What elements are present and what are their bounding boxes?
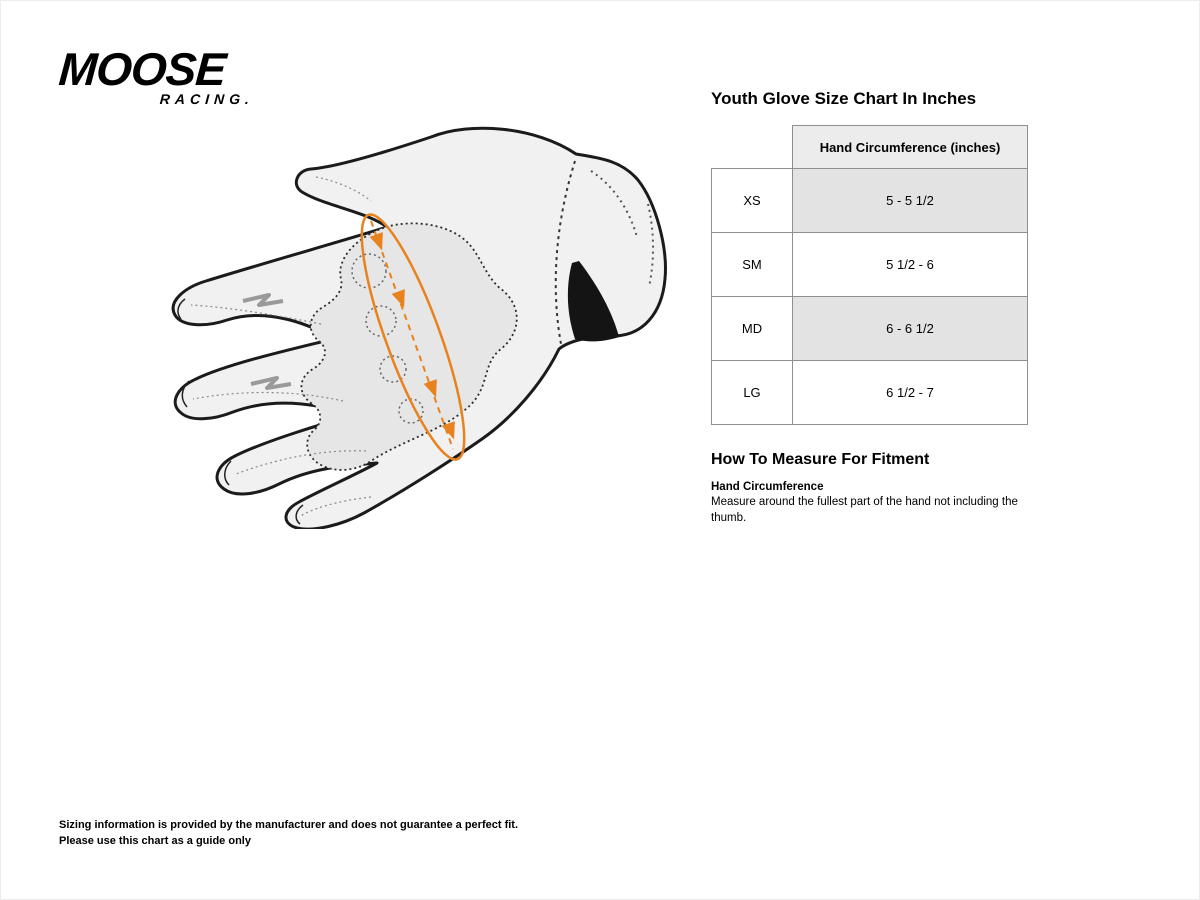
fingertip-lines — [177, 298, 304, 525]
disclaimer-line2: Please use this chart as a guide only — [59, 834, 251, 847]
measure-arrow — [369, 232, 383, 251]
table-row: LG 6 1/2 - 7 — [711, 360, 1028, 425]
size-cell: XS — [711, 168, 793, 233]
measure-arrow — [391, 289, 405, 308]
disclaimer-line1: Sizing information is provided by the ma… — [59, 819, 519, 831]
size-cell: SM — [711, 232, 793, 297]
table-row: SM 5 1/2 - 6 — [711, 232, 1028, 297]
range-cell: 6 1/2 - 7 — [792, 360, 1028, 425]
disclaimer: Sizing information is provided by the ma… — [59, 818, 518, 850]
logo-moose-text: MOOSE — [57, 43, 228, 95]
size-cell: MD — [711, 296, 793, 361]
measure-arrow — [423, 379, 437, 398]
how-to-measure-title: How To Measure For Fitment — [711, 451, 930, 468]
column-header: Hand Circumference (inches) — [792, 125, 1028, 169]
measure-ellipse — [360, 213, 466, 461]
cuff-seam — [554, 160, 576, 345]
corner-cell — [712, 126, 793, 169]
glove-illustration — [151, 109, 691, 531]
finger-seams — [190, 176, 372, 518]
size-chart-title: Youth Glove Size Chart In Inches — [711, 89, 977, 108]
logo-racing-text: RACING. — [159, 91, 255, 108]
cuff-stitching — [590, 170, 638, 238]
size-cell: LG — [711, 360, 793, 425]
how-to-measure-section: How To Measure For Fitment Hand Circumfe… — [711, 451, 1023, 526]
cuff-stitching-2 — [647, 203, 654, 288]
measure-line — [370, 220, 454, 450]
cuff-dark-patch — [567, 261, 619, 342]
table-header-row: Hand Circumference (inches) — [712, 125, 1028, 169]
moose-racing-logo: MOOSE RACING. — [57, 43, 255, 108]
range-cell: 5 1/2 - 6 — [792, 232, 1028, 297]
hand-circumference-text: Measure around the fullest part of the h… — [711, 496, 1018, 524]
table-row: MD 6 - 6 1/2 — [711, 296, 1028, 361]
glove-svg — [171, 126, 667, 531]
table-row: XS 5 - 5 1/2 — [711, 168, 1028, 233]
palm-pad — [300, 222, 518, 471]
range-cell: 5 - 5 1/2 — [792, 168, 1028, 233]
range-cell: 6 - 6 1/2 — [792, 296, 1028, 361]
measure-arrow — [441, 421, 455, 440]
hand-circumference-label: Hand Circumference — [711, 481, 824, 493]
finger-logo-marks — [242, 293, 292, 390]
size-table: Hand Circumference (inches) XS 5 - 5 1/2… — [711, 125, 1028, 425]
